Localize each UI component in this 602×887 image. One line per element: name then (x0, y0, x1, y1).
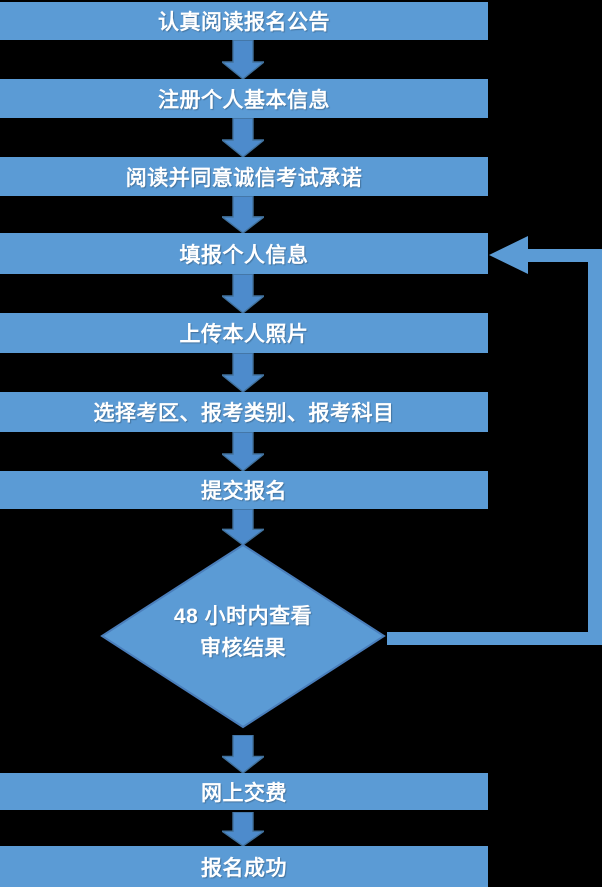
down-arrow-icon (222, 812, 264, 846)
flow-step-registration-success: 报名成功 (0, 846, 488, 887)
flow-step-read-announcement: 认真阅读报名公告 (0, 2, 488, 40)
down-arrow-icon (222, 40, 264, 79)
flow-step-submit-registration: 提交报名 (0, 471, 488, 509)
down-arrow-icon (222, 196, 264, 233)
decision-diamond (100, 543, 386, 729)
down-arrow-icon (222, 118, 264, 157)
flow-step-upload-photo: 上传本人照片 (0, 313, 488, 353)
feedback-connector-right (588, 252, 602, 645)
feedback-left-arrowhead-icon (489, 236, 528, 274)
flow-step-register-info: 注册个人基本信息 (0, 79, 488, 118)
decision-diamond-label: 48 小时内查看 审核结果 (102, 601, 384, 665)
feedback-connector-bottom (387, 632, 602, 645)
down-arrow-icon (222, 274, 264, 313)
flow-step-choose-exam-options: 选择考区、报考类别、报考科目 (0, 392, 488, 432)
decision-line-1: 48 小时内查看 (173, 605, 313, 628)
feedback-connector-top (528, 249, 602, 262)
flow-step-agree-honesty: 阅读并同意诚信考试承诺 (0, 157, 488, 196)
down-arrow-icon (222, 432, 264, 471)
down-arrow-icon (222, 735, 264, 773)
down-arrow-icon (222, 509, 264, 545)
flow-step-fill-personal-info: 填报个人信息 (0, 233, 488, 274)
flow-step-pay-online: 网上交费 (0, 773, 488, 810)
down-arrow-icon (222, 353, 264, 392)
decision-line-2: 审核结果 (200, 637, 286, 660)
